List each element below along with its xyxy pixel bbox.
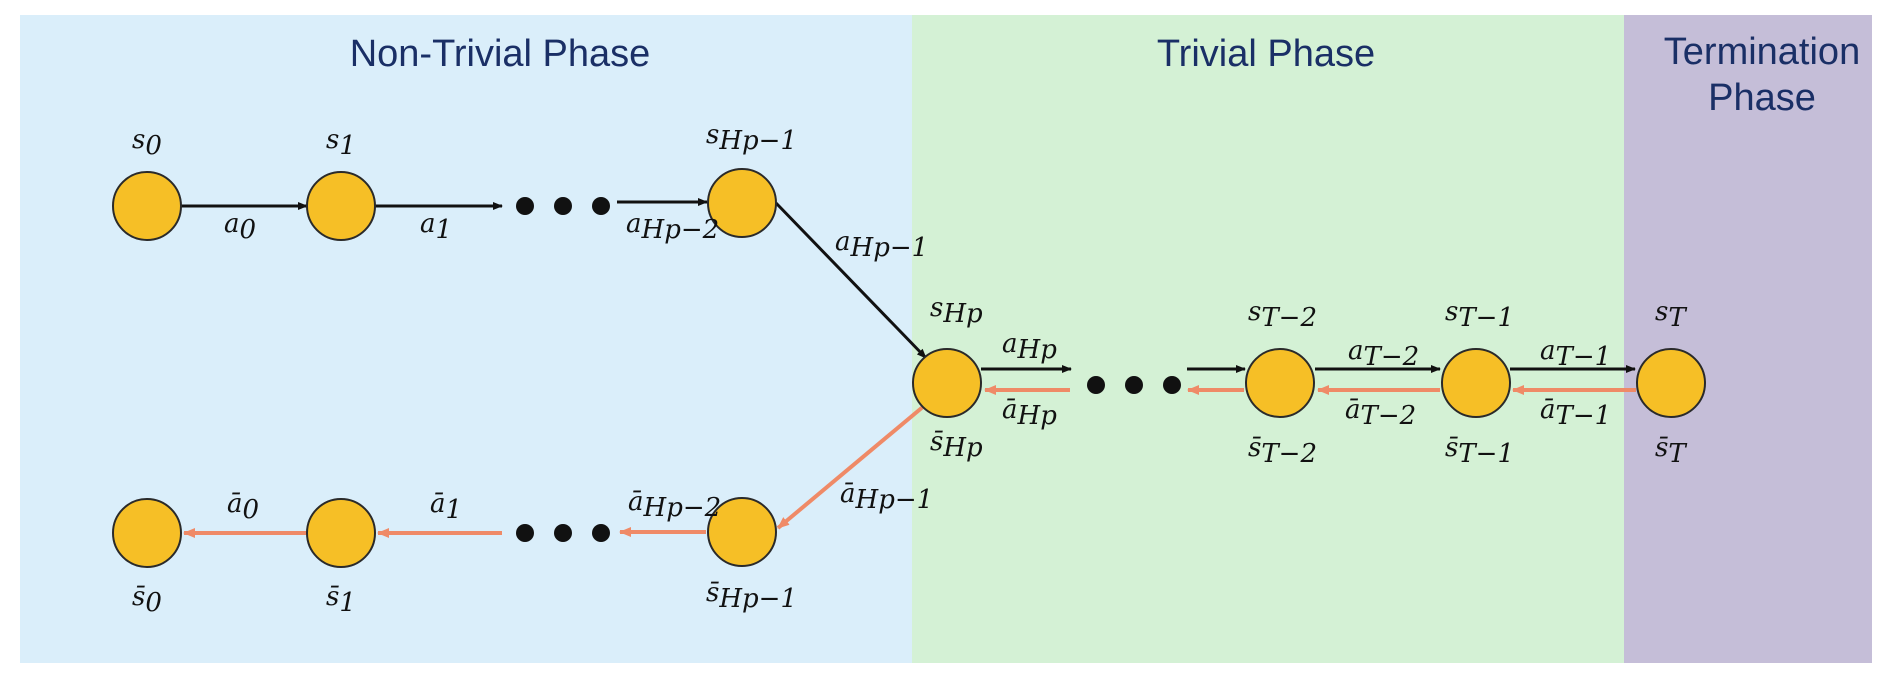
label-sbar-T-1: s̄T−1 — [1445, 433, 1514, 469]
node-sbarHp-1 — [707, 497, 777, 567]
forward-arrow-aHp1 — [774, 201, 928, 360]
ellipsis-dot — [516, 524, 534, 542]
termination-phase-title-line1: Termination — [1664, 31, 1860, 73]
label-abar-0: ā0 — [227, 489, 259, 525]
label-a1: a1 — [420, 209, 452, 245]
label-aT-2: aT−2 — [1348, 336, 1419, 372]
node-s1 — [306, 171, 376, 241]
backward-arrow-abHp1 — [776, 404, 926, 530]
termination-phase-title-line2: Phase — [1708, 77, 1816, 119]
label-sbar-Hp-1: s̄Hp−1 — [706, 578, 797, 614]
label-abar-1: ā1 — [430, 489, 462, 525]
trivial-phase-title: Trivial Phase — [1157, 33, 1375, 75]
ellipsis-dots — [516, 197, 1181, 542]
label-abar-Hp-1: āHp−1 — [840, 479, 933, 515]
ellipsis-dot — [554, 197, 572, 215]
label-sbar-Hp: s̄Hp — [930, 427, 983, 463]
label-abar-T-1: āT−1 — [1540, 395, 1611, 431]
backward-arrows — [183, 385, 1636, 538]
label-sT-2: sT−2 — [1248, 297, 1317, 333]
label-sT-1: sT−1 — [1445, 297, 1514, 333]
label-sbar-0: s̄0 — [132, 582, 162, 618]
ellipsis-dot — [516, 197, 534, 215]
label-aHp-1: aHp−1 — [835, 227, 928, 263]
label-aT-1: aT−1 — [1540, 336, 1611, 372]
node-sHp — [912, 348, 982, 418]
label-sT: sT — [1655, 297, 1687, 333]
label-sbar-T: s̄T — [1655, 433, 1687, 469]
label-aHp: aHp — [1002, 329, 1057, 365]
node-sT-2 — [1245, 348, 1315, 418]
label-sHp: sHp — [930, 293, 983, 329]
ellipsis-dot — [1087, 376, 1105, 394]
node-sbar1 — [306, 498, 376, 568]
node-sT-1 — [1441, 348, 1511, 418]
forward-arrows — [181, 198, 1636, 373]
nontrivial-phase-title: Non-Trivial Phase — [350, 33, 651, 75]
label-abar-Hp-2: āHp−2 — [628, 487, 721, 523]
label-sbar-T-2: s̄T−2 — [1248, 433, 1317, 469]
ellipsis-dot — [554, 524, 572, 542]
node-sHp-1 — [707, 168, 777, 238]
node-sbar0 — [112, 498, 182, 568]
label-s0: s0 — [132, 125, 162, 161]
ellipsis-dot — [592, 524, 610, 542]
label-sbar-1: s̄1 — [326, 582, 356, 618]
state-nodes — [112, 168, 1706, 568]
label-abar-Hp: āHp — [1002, 395, 1057, 431]
trivial-phase-region — [912, 15, 1624, 663]
label-s1: s1 — [326, 125, 356, 161]
ellipsis-dot — [1163, 376, 1181, 394]
label-sHp-1: sHp−1 — [706, 120, 797, 156]
ellipsis-dot — [592, 197, 610, 215]
label-aHp-2: aHp−2 — [626, 209, 719, 245]
node-s0 — [112, 171, 182, 241]
ellipsis-dot — [1125, 376, 1143, 394]
node-sT — [1636, 348, 1706, 418]
termination-phase-region — [1624, 15, 1872, 663]
label-a0: a0 — [224, 209, 256, 245]
label-abar-T-2: āT−2 — [1345, 395, 1416, 431]
